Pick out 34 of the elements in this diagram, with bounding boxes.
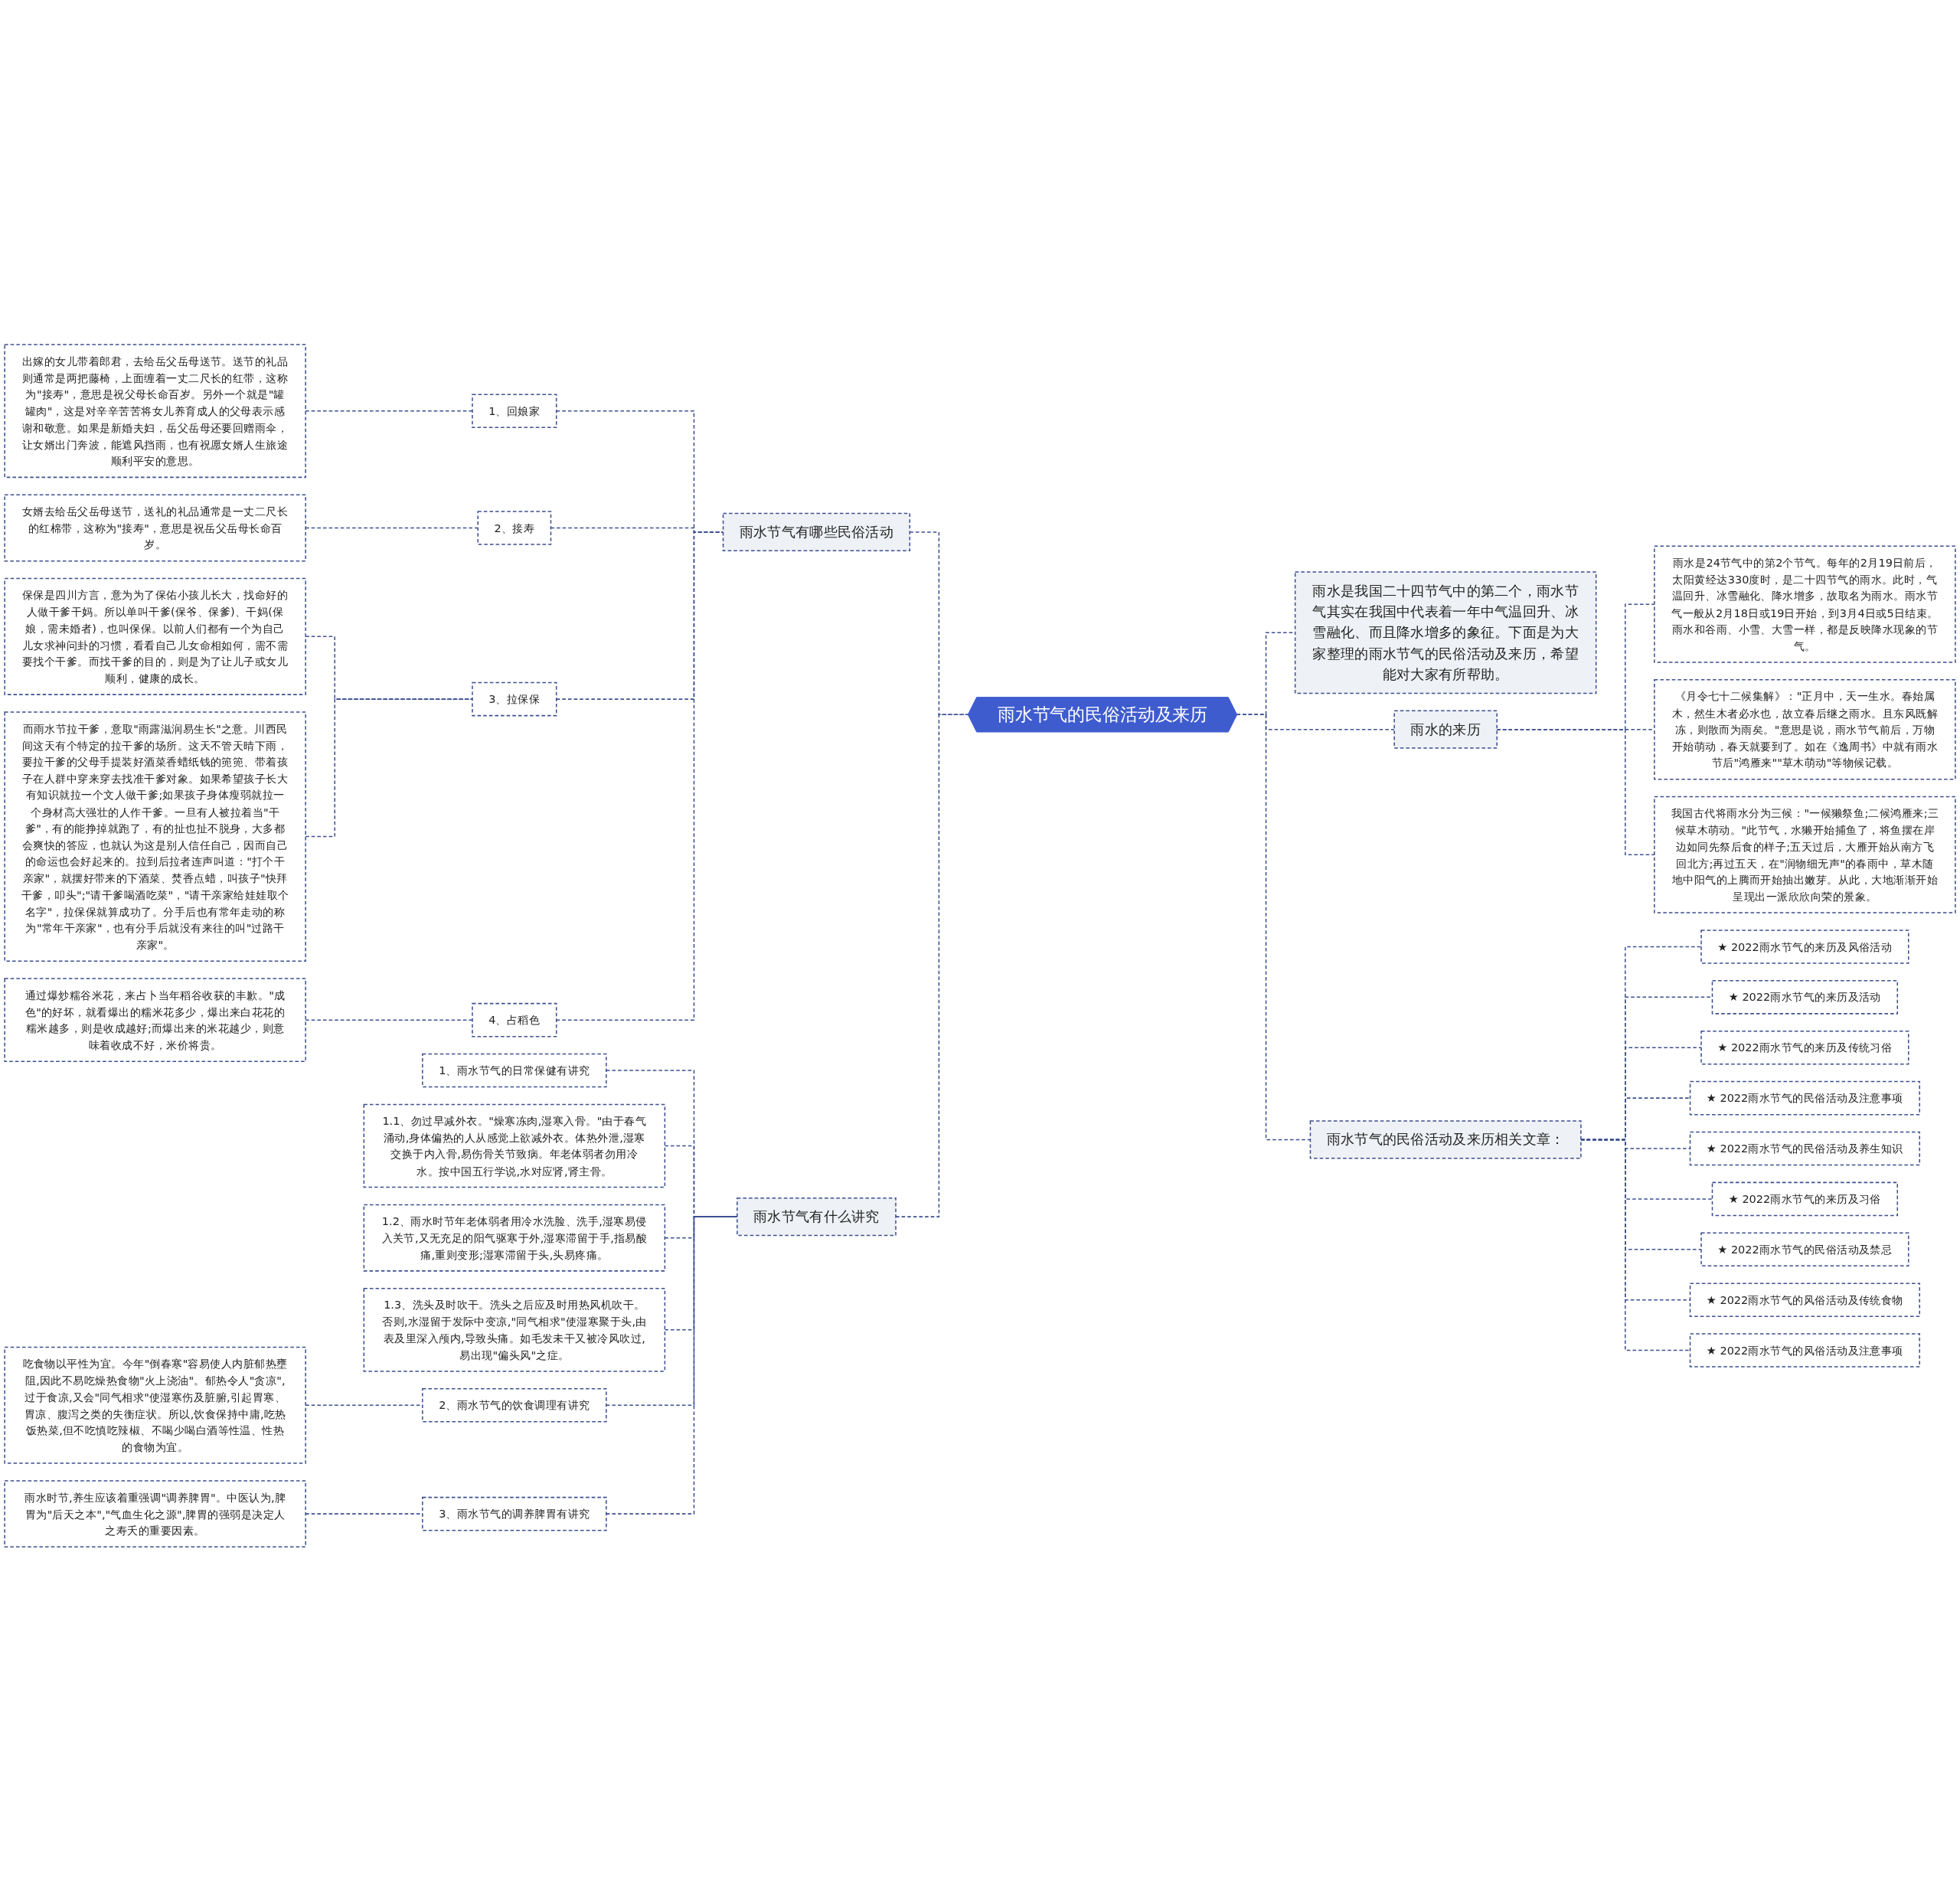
node-box: ★ 2022雨水节气的来历及习俗 [1711, 1181, 1899, 1217]
node-box: 雨水节气有什么讲究 [737, 1198, 897, 1237]
node-box: ★ 2022雨水节气的民俗活动及养生知识 [1689, 1132, 1920, 1166]
node-box: 女婿去给岳父岳母送节，送礼的礼品通常是一丈二尺长的红棉带，这称为"接寿"，意思是祝岳父岳母长命百岁。 [4, 494, 306, 562]
node-box: 我国古代将雨水分为三候："一候獭祭鱼;二候鸿雁来;三候草木萌动。"此节气，水獭开始捕鱼了，将鱼摆在岸边如同先祭后食的样子;五天过后，大雁开始从南方飞回北方;再过五天，在"润物细无声"的春雨中，草木随地中阳气的上腾而开始抽出嫩芽。从此，大地渐渐开始呈现出一派欣欣向荣的景象。 [1654, 796, 1956, 914]
node-box: 雨水时节,养生应该着重强调"调养脾胃"。中医认为,脾胃为"后天之本","气血生化之源",脾胃的强弱是决定人之寿夭的重要因素。 [4, 1480, 306, 1548]
node-box: ★ 2022雨水节气的来历及传统习俗 [1700, 1031, 1909, 1065]
node-box: 雨水是24节气中的第2个节气。每年的2月19日前后，太阳黄经达330度时，是二十四节气的雨水。此时，气温回升、冰雪融化、降水增多，故取名为雨水。雨水节气一般从2月18日或19日开始，到3月4日或5日结束。雨水和谷雨、小雪、大雪一样，都是反映降水现象的节气。 [1654, 545, 1956, 663]
node-box: 吃食物以平性为宜。今年"倒春寒"容易使人内脏郁热壅阻,因此不易吃燥热食物"火上浇油"。郁热令人"贪凉",过于食凉,又会"同气相求"使湿寒伤及脏腑,引起胃寒、胃凉、腹泻之类的失衡症状。所以,饮食保持中庸,吃热饭热菜,但不吃慎吃辣椒、不喝少喝白酒等性温、性热的食物为宜。 [4, 1347, 306, 1465]
node-box: ★ 2022雨水节气的来历及风俗活动 [1700, 930, 1909, 964]
node-box: 出嫁的女儿带着郎君，去给岳父岳母送节。送节的礼品则通常是两把藤椅，上面缠着一丈二尺长的红带，这称为"接寿"，意思是祝父母长命百岁。另外一个就是"罐罐肉"，这是对辛辛苦苦将女儿养育成人的父母表示感谢和敬意。如果是新婚夫妇，岳父岳母还要回赠雨伞，让女婿出门奔波，能遮风挡雨，也有祝愿女婿人生旅途顺利平安的意思。 [4, 344, 306, 479]
node-box: ★ 2022雨水节气的民俗活动及注意事项 [1689, 1081, 1920, 1116]
node-box: 1.3、洗头及时吹干。洗头之后应及时用热风机吹干。否则,水湿留于发际中变凉,"同气相求"使湿寒聚于头,由表及里深入颅内,导致头痛。如毛发未干又被冷风吹过,易出现"偏头风"之症。 [363, 1288, 666, 1372]
node-box: ★ 2022雨水节气的民俗活动及禁忌 [1700, 1232, 1909, 1267]
node-box: 保保是四川方言，意为为了保佑小孩儿长大，找命好的人做干爹干妈。所以单叫干爹(保爷、保爹)、干妈(保娘，需未婚者)，也叫保保。以前人们都有一个为自己儿女求神问卦的习惯，看看自己儿女命相如何，需不需要找个干爹。而找干爹的目的，则是为了让儿子或女儿顺利，健康的成长。 [4, 578, 306, 696]
node-box: 1.1、勿过早减外衣。"燥寒冻肉,湿寒入骨。"由于春气涌动,身体偏热的人从感觉上欲减外衣。体热外泄,湿寒交换于内入骨,易伤骨关节致病。年老体弱者勿用冷水。按中国五行学说,水对应肾,肾主骨。 [363, 1103, 666, 1188]
node-box: 2、接寿 [477, 511, 552, 545]
node-box: 4、占稻色 [472, 1003, 557, 1037]
node-box: 《月令七十二候集解》："正月中，天一生水。春始属木，然生木者必水也，故立春后继之雨水。且东风既解冻，则散而为雨矣。"意思是说，雨水节气前后，万物开始萌动，春天就要到了。如在《逸周书》中就有雨水节后"鸿雁来""草木萌动"等物候记载。 [1654, 679, 1956, 780]
node-box: 雨水的来历 [1393, 710, 1498, 750]
node-box: 而雨水节拉干爹，意取"雨露滋润易生长"之意。川西民间这天有个特定的拉干爹的场所。这天不管天晴下雨，要拉干爹的父母手提装好酒菜香蜡纸钱的篼篼、带着孩子在人群中穿来穿去找准干爹对象。如果希望孩子长大有知识就拉一个文人做干爹;如果孩子身体瘦弱就拉一个身材高大强壮的人作干爹。一旦有人被拉着当"干爹"，有的能挣掉就跑了，有的扯也扯不脱身，大多都会爽快的答应，也就认为这是别人信任自己，因而自己的命运也会好起来的。拉到后拉者连声叫道："打个干亲家"，就摆好带来的下酒菜、焚香点蜡，叫孩子"快拜干爹，叩头";"请干爹喝酒吃菜"，"请干亲家给娃娃取个名字"，拉保保就算成功了。分手后也有常年走动的称为"常年干亲家"，也有分手后就没有来往的叫"过路干亲家"。 [4, 711, 306, 962]
node-box: 通过爆炒糯谷米花，来占卜当年稻谷收获的丰歉。"成色"的好坏，就看爆出的糯米花多少，爆出来白花花的糯米越多，则是收成越好;而爆出来的米花越少，则意味着收成不好，米价将贵。 [4, 978, 306, 1063]
node-box: 雨水是我国二十四节气中的第二个，雨水节气其实在我国中代表着一年中气温回升、冰雪融化、而且降水增多的象征。下面是为大家整理的雨水节气的民俗活动及来历，希望能对大家有所帮助。 [1294, 571, 1597, 694]
node-box: 3、雨水节气的调养脾胃有讲究 [422, 1497, 607, 1531]
node-box: ★ 2022雨水节气的来历及活动 [1711, 980, 1899, 1015]
node-box: 1.2、雨水时节年老体弱者用冷水洗脸、洗手,湿寒易侵入关节,又无充足的阳气驱寒于外,湿寒滞留于手,指易酸痛,重则变形;湿寒滞留于头,头易疼痛。 [363, 1204, 666, 1272]
node-box: ★ 2022雨水节气的风俗活动及注意事项 [1689, 1333, 1920, 1368]
node-box: 雨水节气有哪些民俗活动 [722, 513, 911, 552]
node-box: 3、拉保保 [472, 682, 557, 717]
node-box: 2、雨水节气的饮食调理有讲究 [422, 1388, 607, 1423]
node-box: 1、回娘家 [472, 394, 557, 429]
node-box: ★ 2022雨水节气的风俗活动及传统食物 [1689, 1283, 1920, 1318]
node-box: 1、雨水节气的日常保健有讲究 [422, 1054, 607, 1088]
node-box: 雨水节气的民俗活动及来历相关文章： [1309, 1120, 1582, 1159]
